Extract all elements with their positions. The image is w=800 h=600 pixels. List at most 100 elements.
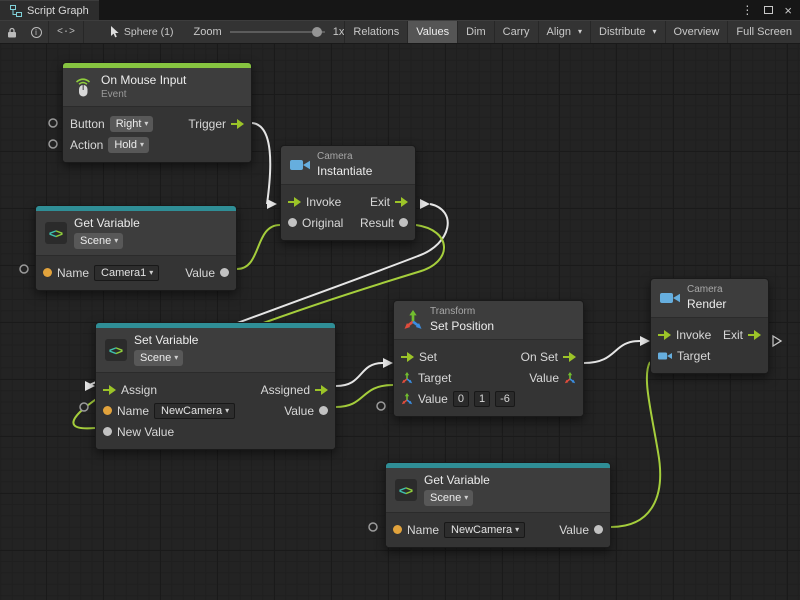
y-field[interactable]: 1 [473,390,491,407]
scope-value: Scene [140,352,172,365]
node-on-mouse-input[interactable]: On Mouse Input Event Button Right ▾ Trig… [62,62,252,164]
value-port[interactable] [220,268,229,278]
result-port[interactable] [399,218,408,228]
tab-script-graph[interactable]: Script Graph [0,0,99,20]
button-value: Right [115,117,142,130]
values-button[interactable]: Values [407,21,458,43]
scope-dropdown[interactable]: Scene ▾ [424,490,474,507]
new-value-label: New Value [117,424,175,439]
node-get-variable-bottom[interactable]: <> Get Variable Scene ▾ Name NewCamera ▾… [385,462,611,549]
kebab-menu-icon[interactable]: ⋮ [741,3,754,17]
chevron-down-icon: ▾ [174,353,179,363]
original-port[interactable] [288,218,297,228]
node-get-variable-top[interactable]: <> Get Variable Scene ▾ Name Camera1 ▾ V… [35,205,237,292]
overview-button[interactable]: Overview [664,21,728,43]
chevron-down-icon: ▾ [652,27,657,36]
button-dropdown[interactable]: Right ▾ [109,115,154,132]
value-label: Value [185,265,215,280]
trigger-label: Trigger [188,116,226,131]
vector3-port-icon[interactable] [401,371,413,384]
variable-name-dropdown[interactable]: NewCamera ▾ [444,521,526,538]
exit-flow-port[interactable] [748,329,761,340]
scope-value: Scene [430,492,462,505]
new-value-port[interactable] [103,427,112,437]
variable-name-value: NewCamera [451,523,513,536]
align-dropdown[interactable]: Align ▾ [537,21,590,43]
action-dropdown[interactable]: Hold ▾ [108,136,149,153]
target-label: Target [677,348,711,363]
vector3-port-icon[interactable] [564,371,576,384]
assign-flow-port[interactable] [103,384,116,395]
node-title: Get Variable [424,473,490,487]
relations-button[interactable]: Relations [344,21,407,43]
button-label: Button [70,116,105,131]
graph-toolbar: i <·> Sphere (1) Zoom 1x Relations Value… [0,20,800,44]
chevron-down-icon: ▾ [139,139,144,149]
node-transform-set-position[interactable]: Transform Set Position Set On Set Target… [393,300,584,418]
inspect-button[interactable]: i [24,21,48,43]
set-label: Set [419,349,438,364]
value-port[interactable] [319,406,328,416]
z-field[interactable]: -6 [495,390,515,407]
value-label: Value [559,522,589,537]
selection-label: Sphere (1) [123,26,174,38]
full-screen-button[interactable]: Full Screen [727,21,800,43]
on-set-flow-port[interactable] [563,351,576,362]
variable-icon: <> [45,222,67,245]
scope-dropdown[interactable]: Scene ▾ [74,233,124,250]
code-view-button[interactable]: <·> [49,21,83,43]
node-title: Set Variable [134,333,199,347]
exit-label: Exit [722,327,743,342]
node-title: Get Variable [74,216,140,230]
name-port[interactable] [43,268,52,278]
selection-context-button[interactable]: Sphere (1) [102,21,182,43]
tab-title: Script Graph [27,4,89,17]
exit-flow-port[interactable] [395,196,408,207]
value-label: Value [284,403,314,418]
vector3-port-icon[interactable] [401,392,413,405]
lock-icon [8,27,16,37]
zoom-slider[interactable] [229,27,325,37]
node-camera-render[interactable]: Camera Render Invoke Exit Target [650,278,769,375]
dim-button[interactable]: Dim [457,21,494,43]
value-in-label: Value [418,391,448,406]
lock-button[interactable] [0,21,24,43]
carry-button[interactable]: Carry [493,21,538,43]
variable-name-dropdown[interactable]: NewCamera ▾ [154,402,236,419]
variable-name-dropdown[interactable]: Camera1 ▾ [94,264,160,281]
variable-icon: <> [395,479,417,502]
chevron-down-icon: ▾ [114,236,119,246]
code-icon: <·> [56,26,75,38]
zoom-slider-handle[interactable] [311,27,322,37]
x-field[interactable]: 0 [452,390,469,407]
variable-name-value: Camera1 [101,266,147,279]
node-camera-instantiate[interactable]: Camera Instantiate Invoke Exit Original … [280,145,416,242]
window-controls: ⋮ × [741,0,800,20]
node-title: Render [687,297,727,311]
distribute-label: Distribute [599,26,646,38]
invoke-flow-port[interactable] [658,329,671,340]
toolbar-divider [82,21,84,43]
target-label: Target [418,370,452,385]
camera-icon [290,160,310,171]
chevron-down-icon: ▾ [464,493,469,503]
node-title: Instantiate [317,164,373,178]
name-port[interactable] [393,525,402,535]
set-flow-port[interactable] [401,351,414,362]
invoke-flow-port[interactable] [288,196,301,207]
assigned-flow-port[interactable] [315,384,328,395]
name-port[interactable] [103,406,112,416]
value-port[interactable] [594,525,603,535]
node-subtitle: Event [101,89,127,101]
node-set-variable[interactable]: <> Set Variable Scene ▾ Assign Assigned … [95,322,336,451]
close-icon[interactable]: × [784,2,792,18]
camera-port-icon[interactable] [658,351,672,361]
distribute-dropdown[interactable]: Distribute ▾ [590,21,664,43]
trigger-flow-port[interactable] [231,118,244,129]
value-out-label: Value [529,370,559,385]
maximize-icon[interactable] [764,6,774,14]
title-bar: Script Graph ⋮ × [0,0,800,20]
chevron-down-icon: ▾ [578,27,583,36]
scope-dropdown[interactable]: Scene ▾ [134,350,184,367]
toolbar-divider [48,21,49,43]
